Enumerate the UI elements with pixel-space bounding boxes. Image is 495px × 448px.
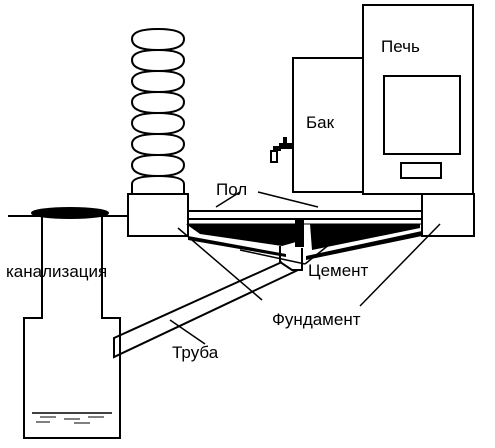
pointer-floor-1	[215, 191, 241, 208]
pointer-foundation-2	[359, 223, 441, 307]
label-foundation: Фундамент	[272, 310, 361, 329]
cement-layer	[186, 219, 422, 260]
drain-pipe	[113, 261, 299, 359]
pointer-floor-2	[257, 191, 319, 208]
pointer-cement-1	[239, 249, 306, 265]
faucet-icon	[270, 137, 293, 163]
foundation-left	[127, 193, 189, 237]
drain-funnel	[279, 246, 303, 271]
sewer-hatch	[31, 207, 109, 219]
stove-door	[383, 75, 461, 155]
label-cement: Цемент	[308, 261, 369, 280]
stove-body	[362, 4, 474, 195]
stone-stack	[130, 27, 186, 195]
foundation-right	[421, 193, 475, 237]
label-floor: Пол	[216, 180, 248, 199]
pointer-pipe	[169, 319, 206, 345]
label-stove: Печь	[381, 37, 420, 56]
water-ripples	[36, 416, 104, 424]
sewer-tank	[23, 216, 121, 439]
label-pipe: Труба	[172, 343, 219, 362]
stove-ash-slot	[400, 162, 442, 179]
label-sewer: канализация	[6, 262, 108, 281]
label-tank: Бак	[306, 113, 335, 132]
